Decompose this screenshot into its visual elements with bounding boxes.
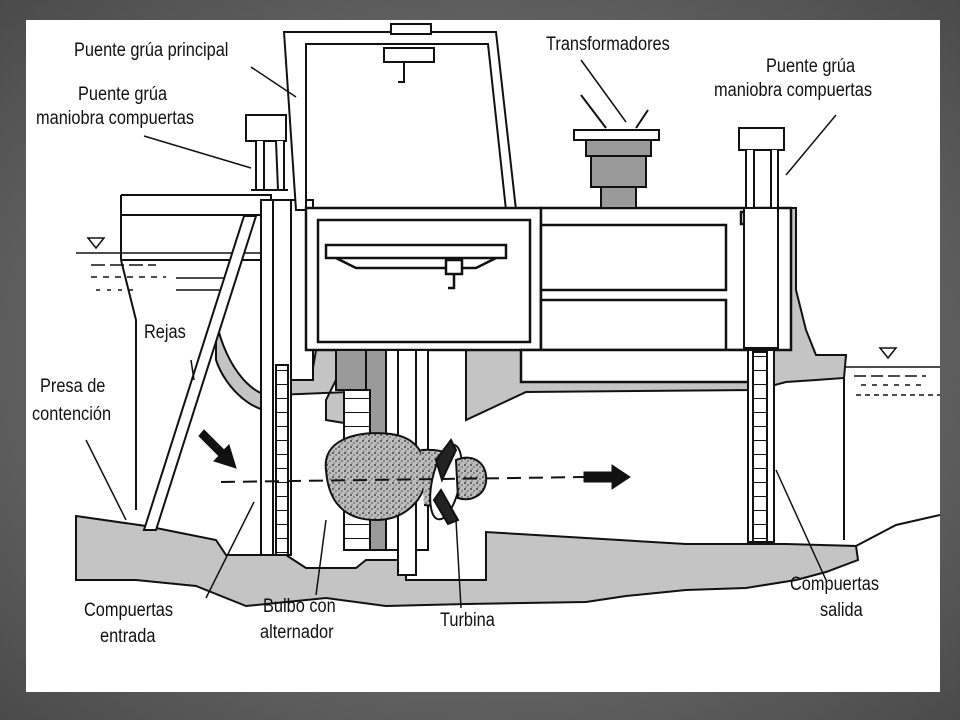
label-presa-line2: contención: [32, 404, 112, 425]
foundation: [75, 514, 860, 608]
outflow-arrow: [583, 464, 631, 490]
label-bulbo-line1: Bulbo con: [263, 596, 336, 617]
label-puente-grua-entrada-line2: maniobra compuertas: [36, 108, 195, 129]
diagram-panel: Puente grúa principal Puente grúa maniob…: [26, 20, 940, 692]
downstream-water: [846, 366, 940, 396]
exit-gantry-crane: [738, 127, 785, 209]
entrance-gantry-crane: [245, 114, 288, 191]
label-presa-line1: Presa de: [40, 376, 106, 397]
label-rejas: Rejas: [144, 322, 186, 343]
label-puente-grua-entrada-line1: Puente grúa: [78, 84, 168, 105]
leader-lines: [85, 59, 837, 609]
label-transformadores: Transformadores: [546, 34, 670, 55]
label-compuertas-salida-line2: salida: [820, 600, 863, 621]
inflow-arrow: [198, 429, 237, 469]
exit-gate-column: [743, 207, 779, 543]
flow-indicators: [198, 429, 631, 490]
label-compuertas-salida-line1: Compuertas: [790, 574, 880, 595]
label-puente-grua-principal: Puente grúa principal: [74, 40, 229, 61]
label-turbina: Turbina: [440, 610, 495, 631]
label-puente-grua-salida-line1: Puente grúa: [766, 56, 856, 77]
transformer: [573, 94, 660, 209]
bulb-turbine-hydropower-plant-diagram: [75, 23, 940, 609]
label-bulbo-line2: alternador: [260, 622, 334, 643]
downstream-water-level-marker: [878, 347, 898, 360]
label-puente-grua-salida-line2: maniobra compuertas: [714, 80, 873, 101]
label-compuertas-entrada-line2: entrada: [100, 626, 156, 647]
upstream-water-level-marker: [86, 237, 106, 250]
label-compuertas-entrada-line1: Compuertas: [84, 600, 174, 621]
right-bank: [843, 378, 940, 547]
main-crane: [282, 23, 518, 211]
trash-rack: [142, 215, 258, 531]
